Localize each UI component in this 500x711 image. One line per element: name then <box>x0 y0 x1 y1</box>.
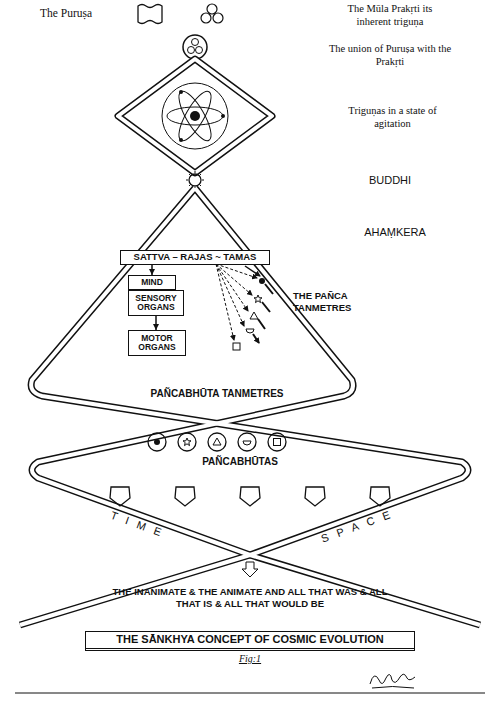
sun-rays <box>186 171 204 189</box>
diagram-title: THE SĀNKHYA CONCEPT OF COSMIC EVOLUTION <box>85 631 415 651</box>
flow-arrow <box>155 316 157 330</box>
tanmatra-symbol <box>259 278 265 284</box>
tanmatra-circle <box>148 433 166 451</box>
figure-caption: Fig:1 <box>200 653 300 666</box>
box-text-group: SATTVA – RAJAS ~ TAMAS <box>134 252 257 262</box>
bhuta-pentagon <box>370 487 390 506</box>
annotation-label: THE PAÑCA TANMETRES <box>293 290 365 314</box>
tanmatra-circle <box>238 433 256 451</box>
leader-arrow <box>216 264 248 311</box>
process-box: SATTVA – RAJAS ~ TAMAS <box>120 250 270 265</box>
tanmatra-symbol <box>154 439 160 445</box>
annotation-label: The union of Puruṣa with the Prakṛti <box>325 42 455 68</box>
union-dot <box>196 47 203 54</box>
bhuta-pentagon <box>305 487 325 506</box>
tanmatra-circle <box>268 433 286 451</box>
process-box: MOTOR ORGANS <box>128 330 186 356</box>
signature-scribble <box>370 674 415 688</box>
flow-arrow <box>151 265 153 275</box>
box-label: SENSORY ORGANS <box>131 294 181 313</box>
box-label: MIND <box>141 278 163 287</box>
evolution-band <box>20 188 468 625</box>
tanmatra-symbol <box>274 439 281 446</box>
tanmatra-symbol <box>213 438 221 445</box>
annotation-label: PAÑCABHŪTA TANMETRES <box>110 388 324 401</box>
annotation-label: AHAṂKERA <box>335 226 455 240</box>
leader-arrow <box>216 264 244 326</box>
atom-orbit <box>167 107 223 125</box>
tanmatra-symbol <box>254 295 262 303</box>
process-box: MIND <box>128 275 176 290</box>
tanmatra-symbol <box>246 329 254 333</box>
triguna-circle <box>201 13 211 23</box>
bhuta-pentagon <box>240 487 260 506</box>
union-dot <box>192 39 199 46</box>
tanmatra-circle <box>178 433 196 451</box>
atom-electron <box>221 114 225 118</box>
box-label: SATTVA – RAJAS ~ TAMAS <box>134 252 257 262</box>
box-text-group: MOTOR ORGANS <box>131 334 183 353</box>
evolution-band-inner <box>20 188 468 625</box>
diamond-band-inner <box>118 59 272 173</box>
tanmatra-symbol <box>243 441 251 445</box>
annotation-label: Triguṇas in a state of agitation <box>335 104 450 130</box>
leader-arrow <box>245 266 260 276</box>
bhuta-pentagon <box>175 487 195 506</box>
box-text-group: MIND <box>141 278 163 287</box>
leader-arrow <box>216 264 234 340</box>
evolution-band-inner <box>32 188 480 625</box>
leader-arrow <box>216 264 257 278</box>
union-dot <box>188 47 195 54</box>
footer-rule <box>15 693 485 694</box>
annotation-label: BUDDHI <box>330 174 450 188</box>
tanmatra-symbol <box>183 438 191 446</box>
tanmatra-symbol <box>250 312 258 319</box>
annotation-label: The Mūla Prakṛti its inherent triguṇa <box>335 2 445 28</box>
atom-orbit <box>173 87 217 144</box>
box-label: MOTOR ORGANS <box>131 334 183 353</box>
down-arrow <box>242 562 258 577</box>
annotation-label: THE INANIMATE & THE ANIMATE AND ALL THAT… <box>100 586 400 610</box>
atom-orbit <box>173 87 217 144</box>
triguna-circle <box>207 4 217 14</box>
atom-ring <box>162 83 228 149</box>
process-box: SENSORY ORGANS <box>128 290 184 316</box>
diamond-band <box>118 59 272 173</box>
triguna-circle <box>213 13 223 23</box>
annotation-label: PAÑCABHŪTAS <box>180 456 300 469</box>
buddhi-sun <box>189 174 201 186</box>
atom-electron <box>179 90 183 94</box>
purusa-symbol <box>138 5 162 24</box>
atom-electron <box>179 138 183 142</box>
union-circle <box>183 35 207 59</box>
tanmatra-symbol <box>233 343 240 350</box>
atom-nucleus <box>190 111 200 121</box>
bhuta-pentagon <box>110 487 130 506</box>
leader-arrow <box>253 284 273 343</box>
box-text-group: SENSORY ORGANS <box>131 294 181 313</box>
tanmatra-circle <box>208 433 226 451</box>
annotation-label: The Puruṣa <box>40 6 135 20</box>
